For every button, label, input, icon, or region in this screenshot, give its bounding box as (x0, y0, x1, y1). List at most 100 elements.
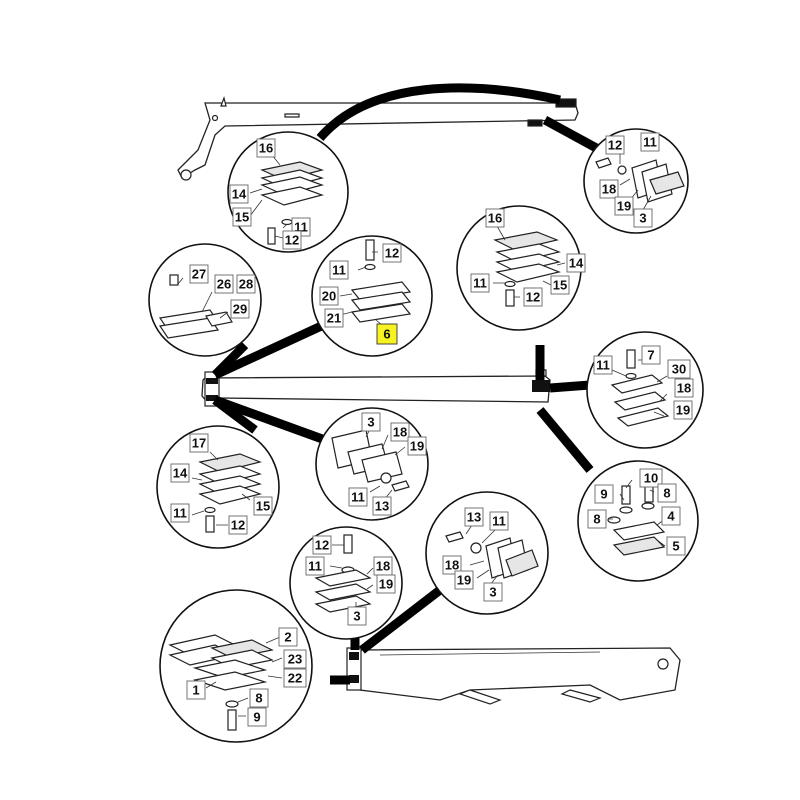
upper-boom (177, 95, 579, 181)
label-11: 11 (470, 273, 490, 293)
svg-text:15: 15 (256, 499, 270, 514)
label-8: 8 (657, 483, 677, 503)
label-17: 17 (189, 433, 209, 453)
svg-text:11: 11 (332, 263, 346, 278)
label-19: 19 (407, 436, 427, 456)
label-3: 3 (361, 412, 381, 432)
svg-text:23: 23 (288, 652, 302, 667)
svg-text:13: 13 (375, 499, 389, 514)
svg-text:14: 14 (569, 256, 584, 271)
svg-text:3: 3 (489, 585, 496, 600)
label-11: 11 (170, 503, 190, 523)
label-19: 19 (376, 574, 396, 594)
svg-text:12: 12 (385, 246, 399, 261)
svg-text:21: 21 (327, 311, 341, 326)
detail-top-right: 12 11 18 19 3 (583, 128, 689, 234)
label-13: 13 (372, 496, 392, 516)
label-1: 1 (186, 680, 206, 700)
label-3: 3 (483, 582, 503, 602)
svg-text:6: 6 (383, 327, 390, 342)
detail-left-lower: 17 14 15 11 12 (156, 425, 280, 549)
label-29: 29 (230, 299, 250, 319)
svg-text:28: 28 (239, 277, 253, 292)
callout-lines (211, 83, 603, 685)
label-14: 14 (566, 253, 586, 273)
label-12: 12 (312, 535, 332, 555)
label-5: 5 (666, 536, 686, 556)
label-14: 14 (170, 463, 190, 483)
label-7: 7 (641, 345, 661, 365)
svg-text:26: 26 (217, 277, 231, 292)
label-21: 21 (324, 308, 344, 328)
svg-text:5: 5 (672, 539, 679, 554)
svg-text:9: 9 (600, 487, 607, 502)
label-18: 18 (442, 555, 462, 575)
svg-text:4: 4 (667, 509, 675, 524)
svg-text:11: 11 (351, 490, 365, 505)
svg-text:3: 3 (367, 415, 374, 430)
label-22: 22 (283, 668, 307, 688)
svg-text:12: 12 (285, 233, 299, 248)
svg-text:7: 7 (647, 348, 654, 363)
svg-text:12: 12 (231, 518, 245, 533)
svg-text:1: 1 (192, 683, 199, 698)
label-19: 19 (614, 196, 634, 216)
svg-text:11: 11 (492, 514, 506, 529)
svg-text:3: 3 (353, 609, 360, 624)
svg-text:19: 19 (457, 573, 471, 588)
label-11: 11 (640, 132, 660, 152)
label-12: 12 (523, 287, 543, 307)
svg-text:8: 8 (255, 691, 262, 706)
label-8: 8 (587, 509, 607, 529)
svg-text:15: 15 (235, 210, 249, 225)
label-20: 20 (319, 286, 339, 306)
label-18: 18 (390, 422, 410, 442)
label-11: 11 (305, 556, 325, 576)
label-9: 9 (247, 707, 267, 727)
label-30: 30 (667, 359, 691, 379)
detail-right-lower: 10 9 8 8 4 5 (577, 460, 699, 582)
svg-text:18: 18 (445, 558, 459, 573)
label-2: 2 (278, 627, 298, 647)
detail-bottom-left: 2 23 22 1 8 9 (159, 589, 313, 743)
label-12: 12 (382, 243, 402, 263)
detail-right-upper: 16 14 11 12 15 (456, 205, 586, 331)
label-12: 12 (605, 135, 625, 155)
svg-text:10: 10 (644, 471, 658, 486)
label-12: 12 (282, 230, 302, 250)
label-3: 3 (633, 208, 653, 228)
svg-text:11: 11 (596, 358, 610, 373)
svg-text:18: 18 (677, 381, 691, 396)
svg-text:16: 16 (259, 141, 273, 156)
detail-left-upper: 27 26 28 29 (148, 243, 262, 357)
label-3: 3 (347, 606, 367, 626)
label-16: 16 (485, 208, 505, 228)
svg-text:11: 11 (473, 276, 487, 291)
label-13: 13 (464, 507, 484, 527)
svg-text:18: 18 (602, 182, 616, 197)
svg-text:27: 27 (192, 267, 206, 282)
detail-center-middle: 3 18 19 11 13 (315, 407, 429, 521)
lower-boom (346, 647, 681, 705)
label-15: 15 (550, 275, 570, 295)
label-18: 18 (373, 556, 393, 576)
label-19: 19 (673, 400, 693, 420)
svg-text:18: 18 (393, 425, 407, 440)
label-28: 28 (236, 274, 256, 294)
label-11: 11 (329, 260, 349, 280)
svg-text:14: 14 (173, 466, 188, 481)
svg-text:17: 17 (192, 436, 206, 451)
label-4: 4 (661, 506, 681, 526)
label-16: 16 (256, 138, 276, 158)
detail-top-boom-head: 16 14 15 11 12 (227, 131, 349, 253)
label-27: 27 (189, 264, 209, 284)
label-18: 18 (599, 179, 619, 199)
detail-center-bottom-right: 13 11 18 19 3 (425, 491, 549, 615)
svg-text:11: 11 (643, 135, 657, 150)
svg-text:29: 29 (233, 302, 247, 317)
svg-text:12: 12 (315, 538, 329, 553)
svg-text:3: 3 (639, 211, 646, 226)
label-19: 19 (454, 570, 474, 590)
label-14: 14 (229, 184, 249, 204)
